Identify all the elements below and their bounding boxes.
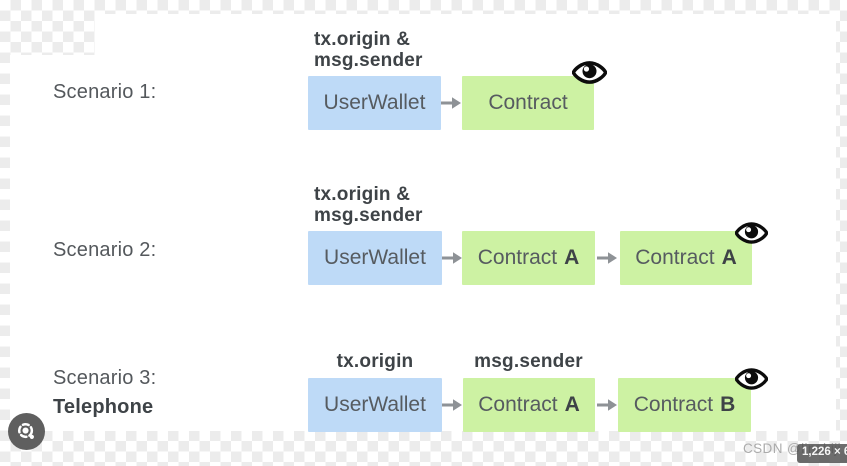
scenario-1-annotation: tx.origin & msg.sender: [314, 29, 423, 71]
userwallet-node-s3: UserWallet: [308, 378, 442, 432]
scenario-1-label: Scenario 1:: [53, 81, 157, 103]
annotation-line-2: msg.sender: [314, 50, 423, 71]
node-label-variant: A: [564, 393, 580, 416]
eye-icon: [735, 368, 768, 390]
right-arrow-icon: [442, 252, 462, 264]
node-label: Contract: [635, 246, 715, 269]
msg-sender-annotation: msg.sender: [474, 351, 583, 372]
right-arrow-icon: [597, 399, 617, 411]
scenario-2-label: Scenario 2:: [53, 239, 157, 261]
tx-origin-annotation: tx.origin: [336, 351, 414, 372]
diagram-canvas-top: [95, 14, 836, 56]
right-arrow-icon: [597, 252, 617, 264]
annotation-line-1: tx.origin &: [314, 184, 411, 205]
eye-icon: [735, 222, 768, 244]
scenario-3-label: Scenario 3:: [53, 367, 157, 389]
node-label: UserWallet: [324, 393, 426, 416]
contract-a2-node-s2: Contract A: [620, 231, 752, 285]
annotation-line-1: tx.origin &: [314, 29, 411, 50]
contract-node-s1: Contract: [462, 76, 594, 130]
annotation-line-2: msg.sender: [314, 205, 423, 226]
eye-icon: [572, 61, 607, 84]
userwallet-node-s2: UserWallet: [308, 231, 442, 285]
right-arrow-icon: [441, 97, 461, 109]
image-size-badge: 1,226 × 662: [797, 444, 847, 463]
node-label-variant: B: [720, 393, 736, 416]
node-label: Contract: [633, 393, 714, 416]
scenario-3-subtitle: Telephone: [53, 396, 154, 418]
node-label: Contract: [488, 91, 568, 114]
node-label: UserWallet: [324, 246, 426, 269]
node-label: UserWallet: [323, 91, 426, 114]
image-search-lens-icon: [17, 422, 34, 439]
node-label-variant: A: [564, 246, 580, 269]
image-search-button[interactable]: [8, 413, 45, 450]
contract-a-node-s3: Contract A: [463, 378, 595, 432]
right-arrow-icon: [442, 399, 462, 411]
userwallet-node-s1: UserWallet: [308, 76, 441, 130]
contract-a-node-s2: Contract A: [462, 231, 595, 285]
node-label-variant: A: [721, 246, 737, 269]
node-label: Contract: [478, 393, 558, 416]
contract-b-node-s3: Contract B: [618, 378, 751, 432]
node-label: Contract: [477, 246, 558, 269]
scenario-2-annotation: tx.origin & msg.sender: [314, 184, 423, 226]
